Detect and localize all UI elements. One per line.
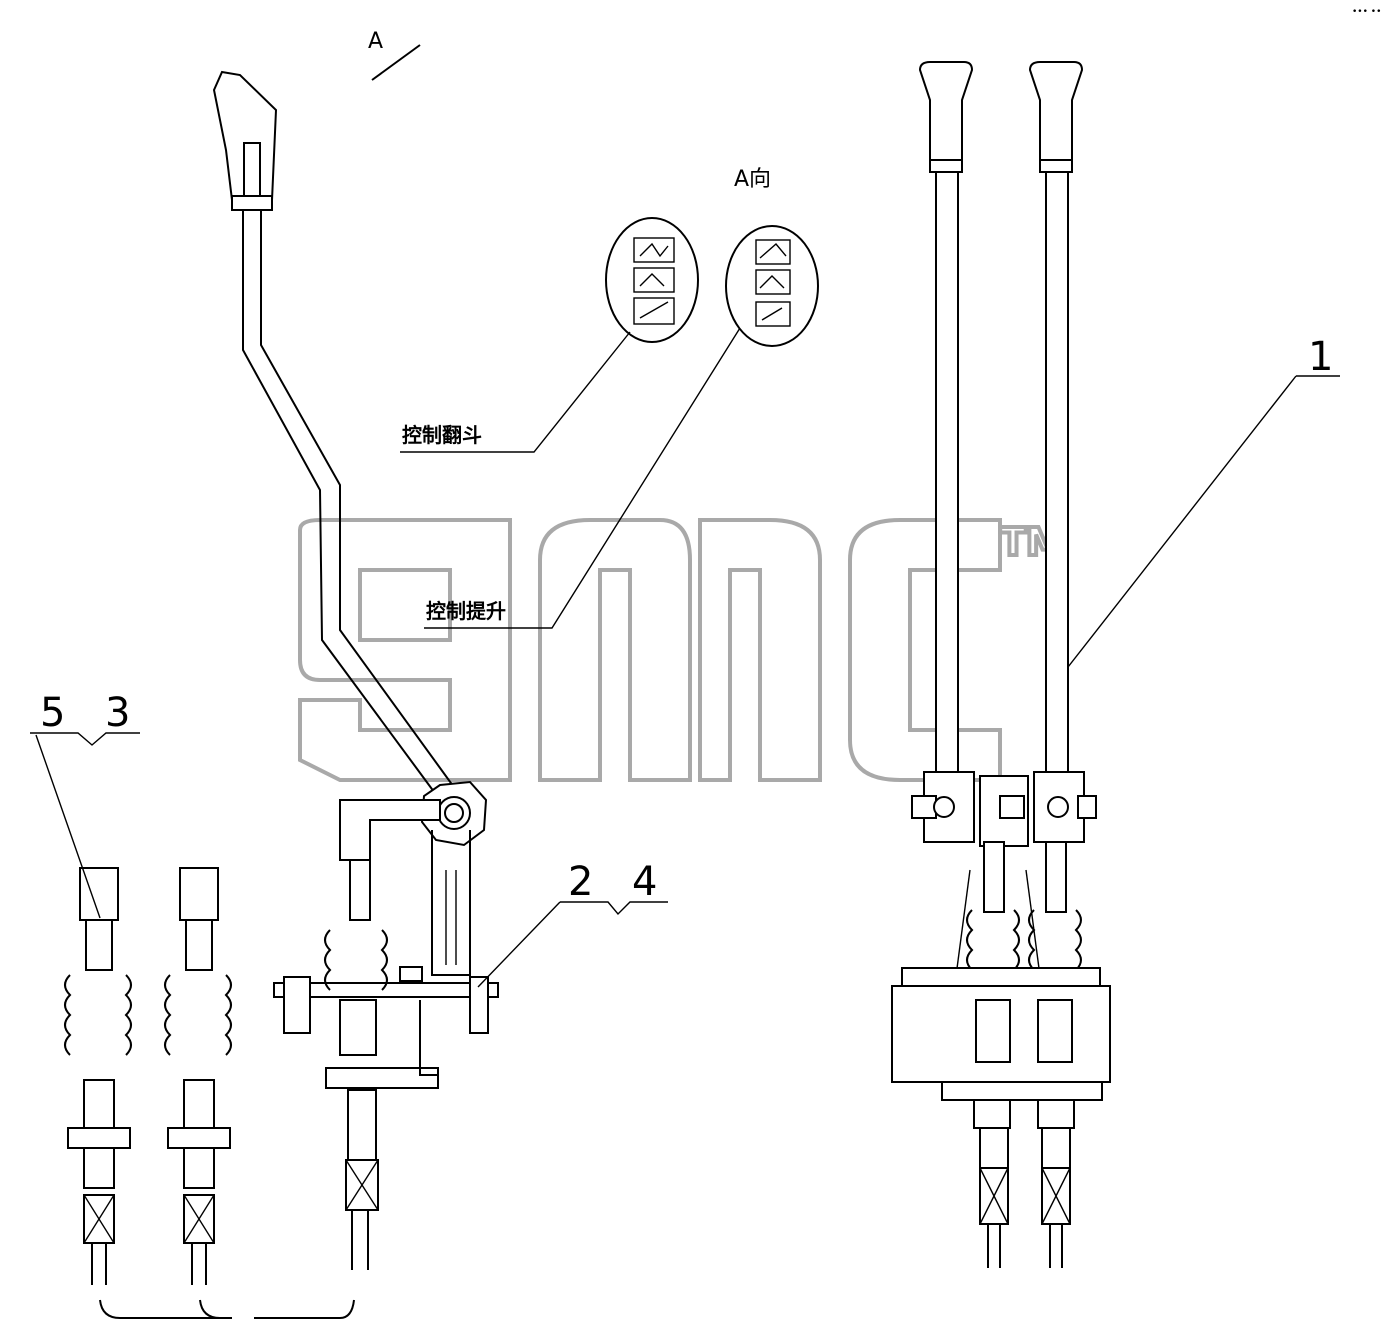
dump-symbols (633, 237, 675, 325)
lift-symbols (755, 239, 791, 327)
callout-2-4: 2 4 (477, 859, 668, 988)
right-lever-shaft-1 (935, 171, 959, 773)
callout-3: 3 (105, 690, 130, 736)
callout-5: 5 (40, 690, 65, 736)
watermark-letter-c (848, 518, 1002, 782)
spool-valve-pair (64, 867, 355, 1319)
corner-mark: ••• •• (1352, 7, 1381, 17)
dump-control-label: 控制翻斗 (402, 423, 482, 447)
spool-valve-1 (64, 867, 132, 1285)
view-direction-label: A向 (734, 167, 771, 192)
single-lever-assembly (212, 70, 499, 1270)
lift-symbol-plate (725, 225, 819, 347)
callout-5-3: 5 3 (30, 690, 140, 919)
watermark-letter-m (538, 518, 692, 782)
watermark-letter-g (298, 518, 512, 782)
spool-valve-2 (164, 867, 232, 1285)
callout-2: 2 (568, 859, 593, 905)
lift-control-label: 控制提升 (426, 599, 506, 623)
lever-bracket (339, 799, 441, 861)
view-a-label: A (368, 29, 383, 54)
view-a-marker: A (368, 29, 421, 81)
right-lever-knob-2 (1028, 61, 1084, 161)
callout-1: 1 (1046, 334, 1340, 694)
callout-1: 1 (1308, 334, 1333, 380)
right-lever-knob-1 (918, 61, 974, 161)
callout-4: 4 (632, 859, 657, 905)
watermark-letter-m-2 (698, 518, 822, 782)
lever-spring (324, 929, 388, 991)
dump-symbol-plate (605, 217, 699, 343)
view-a-detail: A向 控制翻斗 控制提升 (400, 167, 819, 629)
dimension-bracket (99, 1299, 355, 1319)
lever-shaft (242, 210, 441, 801)
right-lever-shaft-2 (1045, 171, 1069, 773)
double-lever-assembly (891, 61, 1111, 1268)
